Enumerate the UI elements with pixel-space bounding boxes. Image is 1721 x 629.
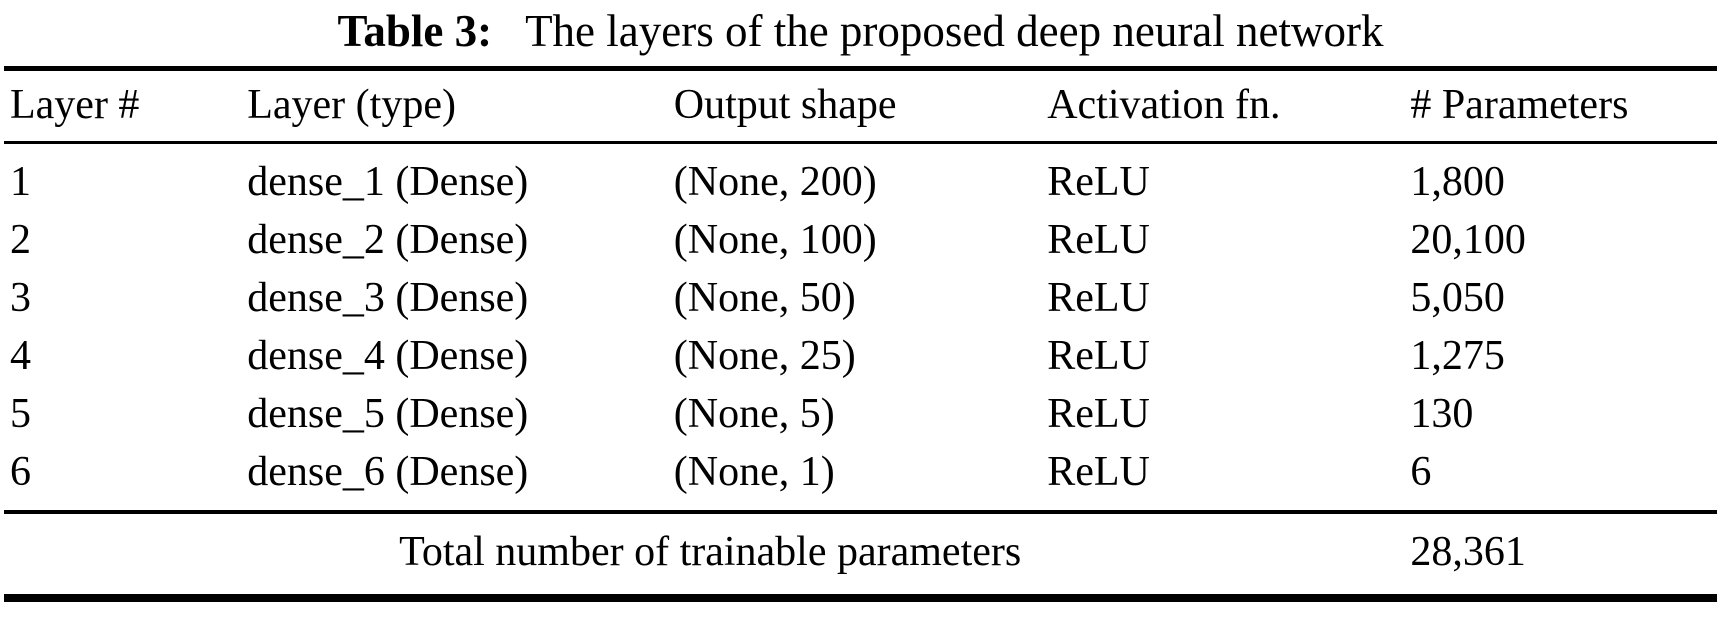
table-row: 1 dense_1 (Dense) (None, 200) ReLU 1,800 — [4, 143, 1717, 212]
table-cell: 5 — [10, 391, 31, 437]
column-header-layer-number: Layer # — [10, 82, 140, 128]
total-parameters-value: 28,361 — [1410, 529, 1526, 575]
table-row: 2 dense_2 (Dense) (None, 100) ReLU 20,100 — [4, 211, 1717, 269]
table-cell: 3 — [10, 275, 31, 321]
table-cell: ReLU — [1047, 159, 1150, 205]
table-cell: ReLU — [1047, 391, 1150, 437]
table-body: 1 dense_1 (Dense) (None, 200) ReLU 1,800 2 den… — [4, 143, 1717, 512]
table-cell: dense_6 (Dense) — [247, 449, 529, 495]
column-header-layer-type: Layer (type) — [247, 82, 456, 128]
table-footer: Total number of trainable parameters 28,… — [4, 512, 1717, 598]
table-cell: (None, 1) — [673, 449, 835, 495]
table-cell: 2 — [10, 217, 31, 263]
table-cell: 1,800 — [1410, 159, 1505, 205]
table-cell: (None, 25) — [673, 333, 856, 379]
table-cell: 6 — [10, 449, 31, 495]
table-cell: 1,275 — [1410, 333, 1505, 379]
column-header-activation-fn: Activation fn. — [1047, 82, 1281, 128]
table-cell: 130 — [1410, 391, 1474, 437]
table-cell: 4 — [10, 333, 31, 379]
table-header-row: Layer # Layer (type) Output shape Activa… — [4, 68, 1717, 143]
total-parameters-label: Total number of trainable parameters — [399, 529, 1022, 575]
table-caption-title: The layers of the proposed deep neural n… — [525, 6, 1384, 56]
table-cell: 20,100 — [1410, 217, 1526, 263]
table-row: 3 dense_3 (Dense) (None, 50) ReLU 5,050 — [4, 269, 1717, 327]
table-cell: dense_1 (Dense) — [247, 159, 529, 205]
table-header: Layer # Layer (type) Output shape Activa… — [4, 68, 1717, 143]
table-caption-label: Table 3: — [337, 6, 493, 56]
table-cell: dense_5 (Dense) — [247, 391, 529, 437]
table-cell: (None, 200) — [673, 159, 877, 205]
table-cell: (None, 50) — [673, 275, 856, 321]
table-cell: dense_2 (Dense) — [247, 217, 529, 263]
table-cell: ReLU — [1047, 275, 1150, 321]
neural-network-layers-table: Layer # Layer (type) Output shape Activa… — [4, 66, 1717, 602]
table-row: 5 dense_5 (Dense) (None, 5) ReLU 130 — [4, 385, 1717, 443]
table-row: 4 dense_4 (Dense) (None, 25) ReLU 1,275 — [4, 327, 1717, 385]
table-row: 6 dense_6 (Dense) (None, 1) ReLU 6 — [4, 443, 1717, 512]
column-header-num-parameters: # Parameters — [1410, 82, 1629, 128]
column-header-output-shape: Output shape — [673, 82, 897, 128]
table-cell: ReLU — [1047, 217, 1150, 263]
table-caption: Table 3: The layers of the proposed deep… — [0, 0, 1721, 66]
table-cell: dense_4 (Dense) — [247, 333, 529, 379]
table-caption-text: The layers of the proposed deep neural n… — [503, 6, 1383, 56]
table-cell: dense_3 (Dense) — [247, 275, 529, 321]
table-cell: (None, 100) — [673, 217, 877, 263]
table-cell: 6 — [1410, 449, 1432, 495]
table-cell: (None, 5) — [673, 391, 835, 437]
table-cell: ReLU — [1047, 449, 1150, 495]
table-cell: ReLU — [1047, 333, 1150, 379]
table-cell: 5,050 — [1410, 275, 1505, 321]
table-cell: 1 — [10, 159, 31, 205]
table-footer-row: Total number of trainable parameters 28,… — [4, 512, 1717, 598]
